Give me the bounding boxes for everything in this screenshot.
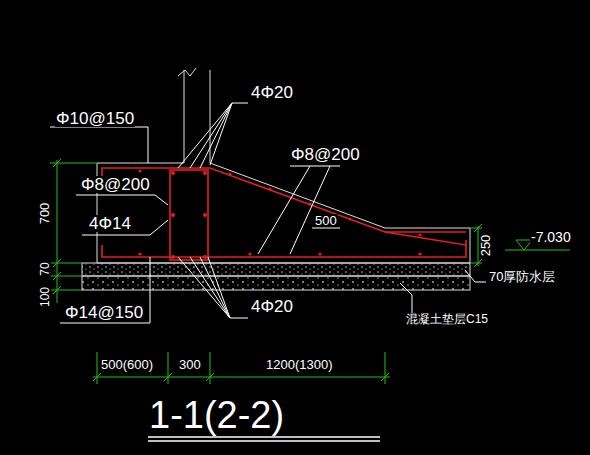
rebar-label: Φ8@200: [290, 146, 361, 163]
dimension-text: 500(600): [100, 358, 154, 371]
dimension-text: 250: [479, 233, 492, 257]
section-title: 1-1(2-2): [148, 396, 285, 434]
dimension-text: 100: [39, 286, 51, 308]
dimension-text: 1200(1300): [265, 358, 334, 371]
elevation-text: -7.030: [530, 230, 572, 244]
dimension-text: 700: [38, 201, 51, 225]
rebar-label: Φ10@150: [55, 110, 135, 127]
rebar-label: 4Φ20: [250, 298, 294, 315]
dimension-text: 300: [178, 358, 202, 371]
rebar-label: 4Φ14: [88, 215, 132, 232]
rebar-label: Φ14@150: [64, 304, 144, 321]
layer-note: 70厚防水层: [488, 270, 556, 283]
dimension-text: 70: [39, 261, 51, 276]
rebar-label: 4Φ20: [250, 84, 294, 101]
rebar-label: Φ8@200: [80, 176, 151, 193]
layer-note: 混凝土垫层C15: [405, 313, 489, 325]
dimension-text: 500: [314, 214, 338, 227]
